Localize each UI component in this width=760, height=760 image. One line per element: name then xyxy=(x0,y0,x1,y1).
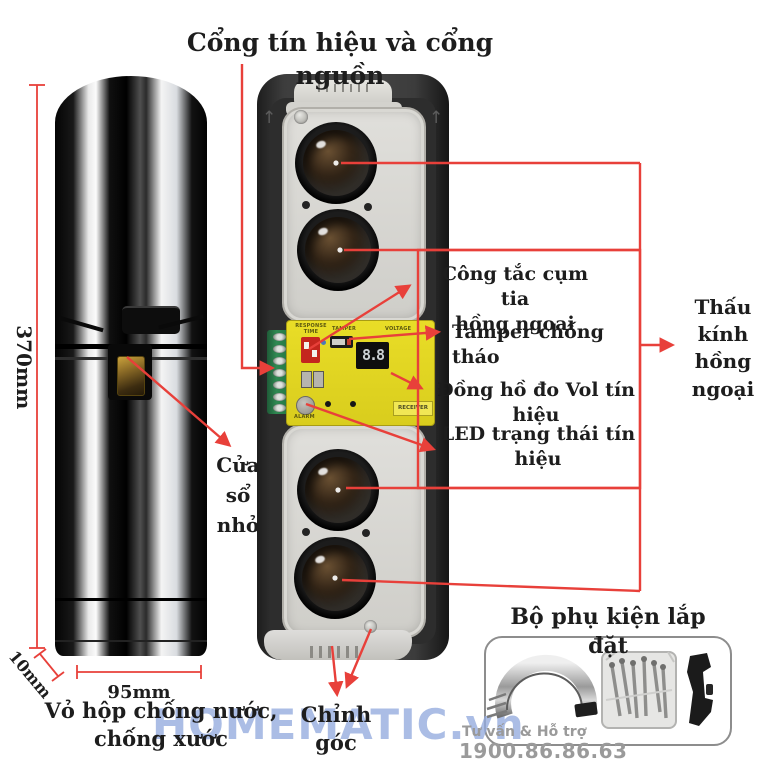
depth-dimension: 10mm xyxy=(4,646,56,703)
angle-gear-ticks xyxy=(310,646,362,658)
support-label: Tư vấn & Hỗ trợ xyxy=(462,724,587,740)
label-accessory-kit: Bộ phụ kiện lắp đặt xyxy=(510,604,706,660)
pcb-led-blue xyxy=(321,340,326,345)
voltage-display: 8.8 xyxy=(356,342,389,369)
housing-screwdot xyxy=(302,528,310,536)
dip-switch xyxy=(301,337,320,363)
terminal-screw xyxy=(273,357,286,365)
housing-screwdot xyxy=(362,529,370,537)
dip-tab xyxy=(304,342,309,349)
molded-up-arrow-left: ↑ xyxy=(262,108,277,128)
terminal-screw xyxy=(273,404,286,412)
tower-base-groove xyxy=(55,598,207,601)
angle-adjust-screw xyxy=(364,620,377,633)
terminal-screw xyxy=(273,393,286,401)
terminal-screw xyxy=(273,345,286,353)
label-small-window: Cửa sổ nhỏ xyxy=(216,453,260,537)
pcb-label-alarm: ALARM xyxy=(294,414,315,420)
pcb-label-tamper: TAMPER xyxy=(332,326,356,332)
label-tamper: Tamper chống tháo xyxy=(452,321,604,369)
terminal-screw xyxy=(273,369,286,377)
label-infrared-lens: Thấu kính hồng ngoại xyxy=(691,295,755,401)
label-status-led: LED trạng thái tín hiệu xyxy=(440,423,636,471)
tower-window-hood xyxy=(122,306,180,334)
brand-watermark: HOMEMATIC.vn xyxy=(152,700,525,749)
terminal-screw xyxy=(273,381,286,389)
hotline-number: 1900.86.86.63 xyxy=(459,739,628,760)
alarm-led-button xyxy=(296,396,315,415)
molded-up-arrow-right: ↑ xyxy=(429,108,444,128)
label-signal-power-port: Cổng tín hiệu và cổng nguồn xyxy=(186,28,494,90)
infrared-lens-3 xyxy=(305,457,371,523)
label-volt-meter: Đồng hồ đo Vol tín hiệu xyxy=(437,379,635,427)
height-dimension: 370mm xyxy=(12,325,37,410)
infrared-lens-1 xyxy=(303,130,369,196)
status-led xyxy=(325,401,331,407)
infrared-lens-2 xyxy=(305,217,371,283)
tower-base-groove2 xyxy=(55,640,207,642)
receiver-tag: RECEIVER xyxy=(393,401,433,416)
label-waterproof-case: Vỏ hộp chống nước, chống xước xyxy=(44,698,278,752)
housing-screwdot xyxy=(302,201,310,209)
dip-tab xyxy=(312,350,317,357)
terminal-screw xyxy=(273,333,286,341)
status-led xyxy=(350,401,356,407)
cap-gear-ticks xyxy=(318,84,372,92)
pcb-jumper xyxy=(313,371,324,388)
housing-screwdot xyxy=(364,203,372,211)
pcb-label-response-time: RESPONSE TIME xyxy=(295,323,327,335)
housing-screw-top xyxy=(294,110,308,124)
pcb-jumper xyxy=(301,371,312,388)
label-angle-adjust: Chỉnh góc xyxy=(300,702,372,755)
infrared-lens-4 xyxy=(302,545,368,611)
small-window-glass xyxy=(117,356,145,396)
tamper-switch xyxy=(330,336,353,348)
pcb-label-voltage: VOLTAGE xyxy=(385,326,412,332)
width-dimension: 95mm xyxy=(107,682,171,703)
